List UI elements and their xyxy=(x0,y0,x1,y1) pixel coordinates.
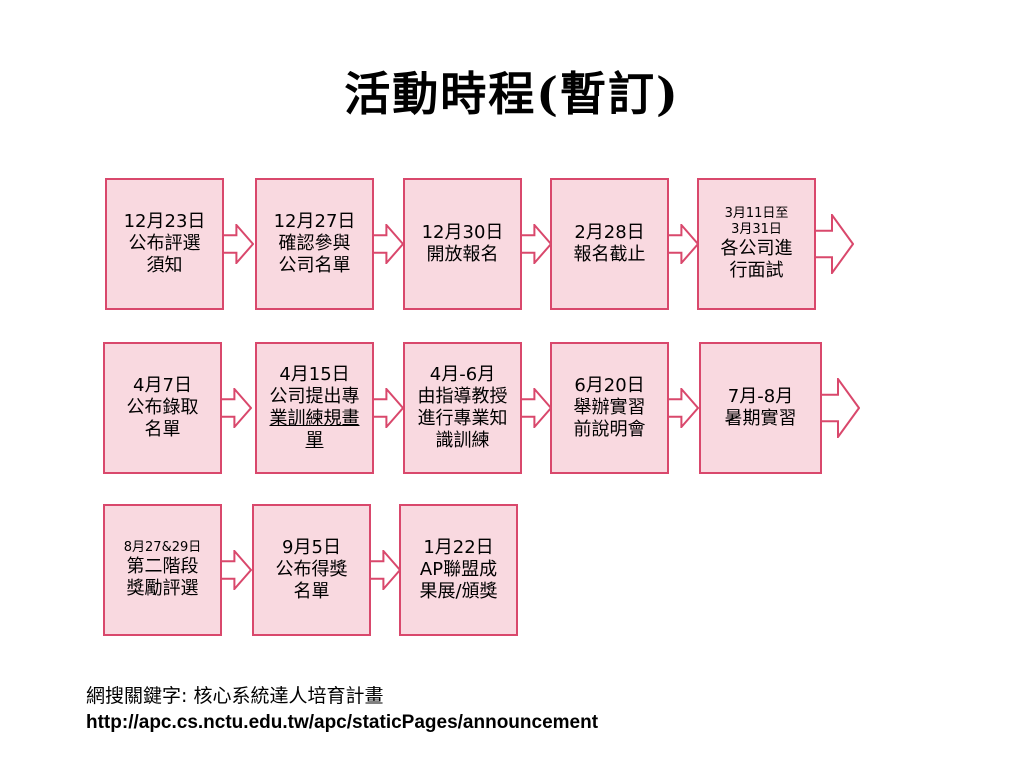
step-description: 開放報名 xyxy=(426,244,499,265)
timeline-step: 4月15日公司提出專業訓練規畫單 xyxy=(255,342,374,474)
step-description: 公司名單 xyxy=(278,254,351,276)
step-date: 4月-6月 xyxy=(429,364,496,386)
step-description: AP聯盟成 xyxy=(419,559,498,581)
step-description: 單 xyxy=(305,429,324,451)
step-description: 舉辦實習 xyxy=(573,397,646,419)
step-description: 前說明會 xyxy=(573,418,646,440)
step-description: 名單 xyxy=(144,418,181,440)
step-description: 確認參與 xyxy=(278,233,351,255)
step-date: 3月11日至 xyxy=(724,206,789,222)
timeline-step: 6月20日舉辦實習前說明會 xyxy=(550,342,669,474)
step-description: 行面試 xyxy=(729,259,784,281)
timeline-step: 12月23日公布評選須知 xyxy=(105,178,224,310)
flow-arrow-icon xyxy=(372,224,404,264)
step-date-end: 3月31日 xyxy=(731,222,782,238)
flow-arrow-icon xyxy=(222,224,254,264)
flow-arrow-icon xyxy=(667,224,699,264)
step-date: 12月23日 xyxy=(123,211,206,233)
step-description: 業訓練規畫 xyxy=(269,408,360,429)
flow-arrow-icon xyxy=(814,214,854,274)
step-date: 6月20日 xyxy=(574,375,645,397)
flow-arrow-icon xyxy=(372,388,404,428)
timeline-step: 7月-8月暑期實習 xyxy=(699,342,822,474)
step-description: 暑期實習 xyxy=(724,408,797,429)
timeline-step: 12月27日確認參與公司名單 xyxy=(255,178,374,310)
flow-arrow-icon xyxy=(220,550,252,590)
step-description: 公司提出專 xyxy=(269,386,360,408)
step-date: 12月30日 xyxy=(421,222,504,244)
flow-arrow-icon xyxy=(369,550,401,590)
step-description: 公布評選 xyxy=(128,233,201,255)
footer: 網搜關鍵字: 核心系統達人培育計畫 http://apc.cs.nctu.edu… xyxy=(86,684,598,735)
step-description: 報名截止 xyxy=(573,244,646,265)
step-description: 各公司進 xyxy=(720,237,793,259)
step-description: 公布錄取 xyxy=(126,397,199,419)
announcement-link[interactable]: http://apc.cs.nctu.edu.tw/apc/staticPage… xyxy=(86,711,599,733)
flow-arrow-icon xyxy=(667,388,699,428)
step-description: 識訓練 xyxy=(435,429,490,451)
step-description: 名單 xyxy=(293,580,330,602)
step-date: 1月22日 xyxy=(423,537,494,559)
step-description: 獎勵評選 xyxy=(126,577,199,599)
flow-arrow-icon xyxy=(220,388,252,428)
step-description: 由指導教授 xyxy=(417,386,508,408)
step-date: 2月28日 xyxy=(574,222,645,244)
step-date: 7月-8月 xyxy=(727,386,794,408)
search-keyword-text: 網搜關鍵字: 核心系統達人培育計畫 xyxy=(86,685,384,707)
timeline-step: 8月27&29日第二階段獎勵評選 xyxy=(103,504,222,636)
timeline-step: 2月28日報名截止 xyxy=(550,178,669,310)
timeline-step: 12月30日開放報名 xyxy=(403,178,522,310)
step-description: 須知 xyxy=(146,254,183,276)
step-date: 12月27日 xyxy=(273,211,356,233)
step-date: 9月5日 xyxy=(282,537,341,559)
step-description: 公布得獎 xyxy=(275,559,348,581)
timeline-step: 4月-6月由指導教授進行專業知識訓練 xyxy=(403,342,522,474)
step-description: 第二階段 xyxy=(126,555,199,577)
step-date: 4月7日 xyxy=(133,375,192,397)
step-description: 進行專業知 xyxy=(417,408,508,429)
step-description: 果展/頒獎 xyxy=(419,580,498,602)
step-date: 8月27&29日 xyxy=(123,540,202,556)
timeline-step: 9月5日公布得獎名單 xyxy=(252,504,371,636)
timeline-step: 4月7日公布錄取名單 xyxy=(103,342,222,474)
flow-arrow-icon xyxy=(520,224,552,264)
flow-arrow-icon xyxy=(820,378,860,438)
flow-arrow-icon xyxy=(520,388,552,428)
page-title: 活動時程(暫訂) xyxy=(344,67,680,121)
step-date: 4月15日 xyxy=(279,364,350,386)
